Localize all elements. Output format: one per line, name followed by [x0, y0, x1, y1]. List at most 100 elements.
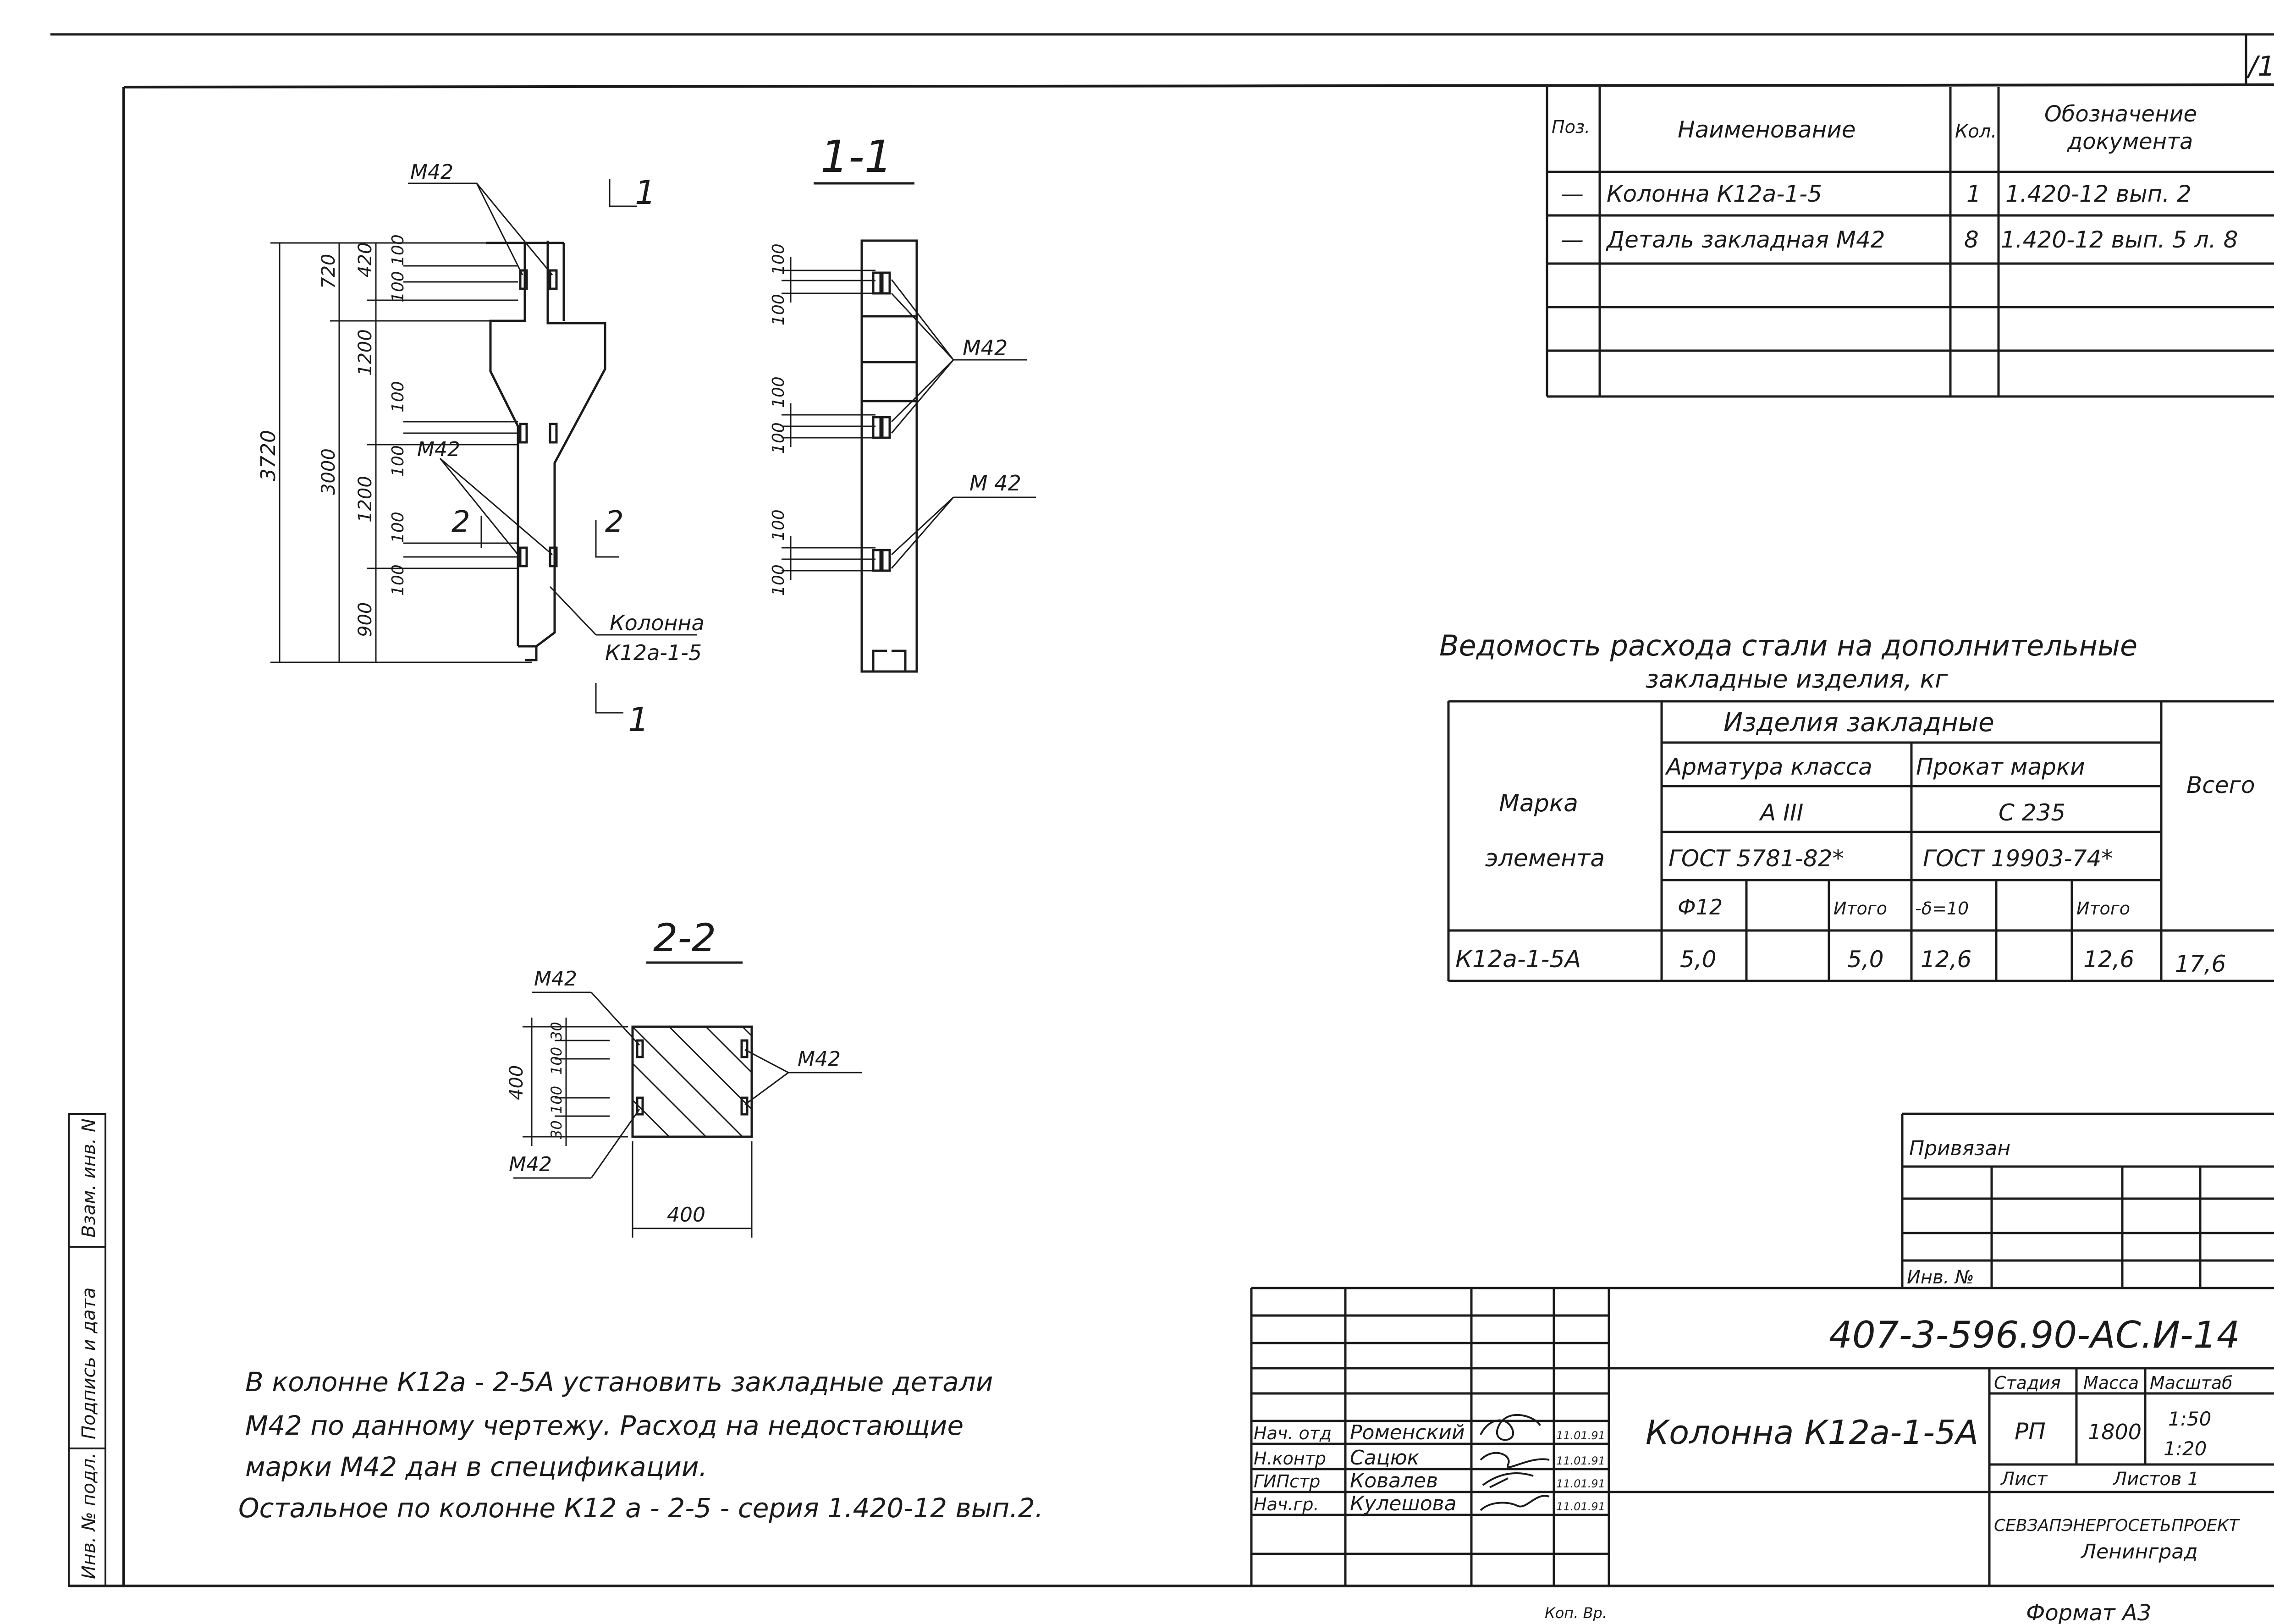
steel-h-mark2: элемента	[1485, 845, 1605, 872]
column-elevation	[486, 241, 606, 661]
dim-1200-a: 1200	[355, 329, 376, 376]
s11-label-m42: M42	[963, 336, 1008, 360]
dim-3000: 3000	[318, 448, 339, 495]
section-2-2-view	[631, 1025, 753, 1138]
s11-dim-4: 100	[769, 422, 788, 454]
elevation-label-m42-mid: M42	[417, 438, 460, 461]
section-2-2-title: 2-2	[653, 915, 716, 960]
dim-420: 420	[355, 242, 376, 277]
org-city: Ленинград	[2080, 1540, 2198, 1563]
title-block	[1250, 1287, 2274, 1586]
s22-label-m42-bottom: M42	[509, 1153, 552, 1176]
mass-header: Масса	[2083, 1373, 2139, 1393]
spec-h-doc1: Обозначение	[2044, 101, 2197, 127]
spec-r1-doc: 1.420-12 вып. 2	[2005, 181, 2191, 207]
dim-100-3: 100	[389, 381, 407, 413]
copy-label: Коп. Вр.	[1545, 1604, 1607, 1622]
person-1-role: Нач. отд	[1254, 1423, 1332, 1443]
person-3-date: 11.01.91	[1556, 1477, 1605, 1490]
stage-value: РП	[2015, 1418, 2046, 1445]
steel-h-mark1: Марка	[1499, 790, 1578, 817]
stage-header: Стадия	[1994, 1373, 2061, 1393]
dim-100-1: 100	[389, 234, 407, 266]
steel-title-2: закладные изделия, кг	[1646, 665, 1948, 694]
sheet-header: Лист	[2000, 1469, 2048, 1490]
s11-dim-6: 100	[769, 564, 788, 596]
dim-3720: 3720	[257, 430, 280, 481]
side-stamp-replace: Взам. инв. N	[78, 1118, 99, 1238]
steel-r-total: 17,6	[2175, 951, 2226, 977]
spec-h-name: Наименование	[1678, 116, 1856, 143]
person-4-role: Нач.гр.	[1254, 1494, 1319, 1514]
mass-value: 1800	[2088, 1420, 2142, 1444]
section-1-1-title: 1-1	[820, 131, 892, 182]
spec-r2-name: Деталь закладная М42	[1606, 226, 1885, 253]
page-number: /1	[2246, 50, 2274, 83]
side-stamp	[68, 1113, 106, 1587]
steel-h-rebar: Арматура класса	[1665, 754, 1872, 780]
note-line-3: марки М42 дан в спецификации.	[245, 1451, 707, 1482]
steel-r-d12: 5,0	[1680, 946, 1717, 973]
scale-value-2: 1:20	[2164, 1437, 2207, 1460]
steel-h-gost1: ГОСТ 5781-82*	[1668, 845, 1844, 872]
steel-r-mark: К12а-1-5А	[1455, 946, 1581, 973]
side-stamp-sign: Подпись и дата	[78, 1288, 99, 1439]
person-2-role: Н.контр	[1254, 1448, 1326, 1469]
steel-h-sub1: Итого	[1834, 898, 1887, 919]
person-3-role: ГИПстр	[1254, 1471, 1320, 1492]
person-3-name: Ковалев	[1350, 1469, 1438, 1492]
column-label-line2: К12а-1-5	[605, 640, 702, 665]
title-code: 407-3-596.90-АС.И-14	[1829, 1314, 2240, 1356]
steel-r-sub1: 5,0	[1847, 946, 1884, 973]
binding-inv: Инв. №	[1907, 1267, 1974, 1288]
s22-dim-30-a: 30	[548, 1022, 565, 1040]
s11-label-m42-b: M 42	[969, 471, 1021, 495]
s11-dim-2: 100	[769, 294, 788, 325]
scale-header: Масштаб	[2150, 1373, 2233, 1393]
person-4-name: Кулешова	[1350, 1492, 1457, 1515]
section-1-1-dims	[782, 257, 1036, 580]
person-2-date: 11.01.91	[1556, 1454, 1605, 1467]
steel-h-d12: Ф12	[1678, 895, 1723, 919]
steel-h-t10: -δ=10	[1915, 898, 1969, 919]
cut-label-2-right: 2	[605, 505, 624, 539]
steel-h-gost2: ГОСТ 19903-74*	[1923, 845, 2113, 872]
spec-r1-name: Колонна К12а-1-5	[1607, 181, 1822, 207]
elevation-dim-lines	[270, 179, 697, 714]
note-line-4: Остальное по колонне К12 а - 2-5 - серия…	[238, 1492, 1043, 1524]
s22-dim-100-a: 100	[548, 1047, 565, 1075]
binding-block	[1901, 1112, 2274, 1288]
spec-table	[1546, 87, 2274, 398]
steel-title-1: Ведомость расхода стали на дополнительны…	[1439, 629, 2137, 662]
dim-1200-b: 1200	[355, 476, 376, 523]
side-stamp-inv: Инв. № подл.	[78, 1453, 99, 1579]
spec-h-pos: Поз.	[1552, 117, 1590, 137]
steel-h-grade: С 235	[1999, 799, 2065, 826]
steel-h-total: Всего	[2186, 772, 2255, 798]
steel-r-sub2: 12,6	[2083, 946, 2134, 973]
s22-dim-400-v: 400	[506, 1065, 527, 1100]
note-line-2: М42 по данному чертежу. Расход на недост…	[245, 1410, 964, 1441]
cut-label-2-left: 2	[451, 505, 470, 539]
s22-dim-100-b: 100	[548, 1086, 565, 1114]
spec-r2-doc: 1.420-12 вып. 5 л. 8	[2001, 226, 2238, 253]
cut-label-1-bottom: 1	[628, 700, 649, 739]
s11-dim-5: 100	[769, 509, 788, 541]
s22-dim-400-h: 400	[667, 1203, 705, 1227]
note-line-1: В колонне К12а - 2-5А установить закладн…	[245, 1366, 993, 1398]
section-1-1-view	[860, 239, 918, 673]
s22-dim-30-b: 30	[548, 1120, 565, 1139]
format-label: Формат А3	[2026, 1600, 2151, 1624]
frame	[50, 33, 2274, 1587]
elevation-label-m42-top: M42	[410, 160, 453, 184]
steel-h-class: А III	[1759, 799, 1803, 826]
title-name: Колонна К12а-1-5А	[1646, 1413, 1978, 1452]
binding-label: Привязан	[1909, 1137, 2010, 1160]
spec-h-doc2: документа	[2067, 129, 2193, 154]
steel-h-rolled: Прокат марки	[1916, 754, 2085, 780]
sheets-header: Листов 1	[2112, 1469, 2199, 1490]
org-name: СЕВЗАПЭНЕРГОСЕТЬПРОЕКТ	[1994, 1516, 2240, 1535]
scale-value-1: 1:50	[2168, 1408, 2211, 1430]
person-4-date: 11.01.91	[1556, 1500, 1605, 1513]
